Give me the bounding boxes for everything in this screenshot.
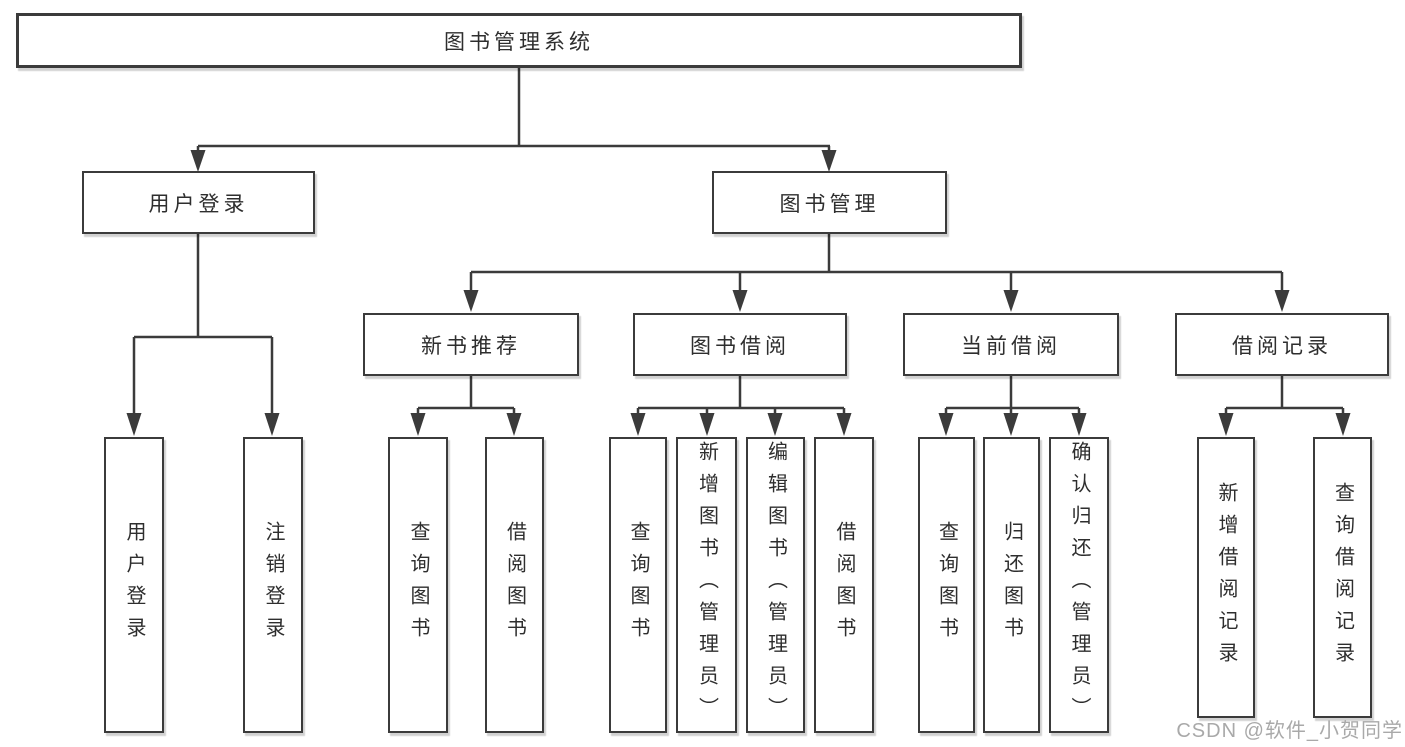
leaf-query-borrow-record: 查询借阅记录 [1313,437,1372,718]
node-current-borrow: 当前借阅 [903,313,1119,376]
leaf-return-books: 归还图书 [983,437,1040,733]
leaf-add-borrow-record: 新增借阅记录 [1197,437,1255,718]
leaf-borrow-books-recommend: 借阅图书 [485,437,544,733]
leaf-borrow-books: 借阅图书 [814,437,874,733]
node-borrow-records: 借阅记录 [1175,313,1389,376]
leaf-confirm-return-admin: 确认归还（管理员） [1049,437,1109,733]
node-book-management: 图书管理 [712,171,947,234]
node-user-login: 用户登录 [82,171,315,234]
leaf-query-books-recommend: 查询图书 [388,437,448,733]
leaf-edit-book-admin: 编辑图书（管理员） [746,437,805,733]
node-book-borrow: 图书借阅 [633,313,847,376]
node-library-system: 图书管理系统 [16,13,1022,68]
watermark: CSDN @软件_小贺同学 [1176,720,1403,742]
leaf-user-login: 用户登录 [104,437,164,733]
leaf-query-books-current: 查询图书 [918,437,975,733]
leaf-logout: 注销登录 [243,437,303,733]
leaf-query-books-borrow: 查询图书 [609,437,667,733]
node-new-book-recommend: 新书推荐 [363,313,579,376]
leaf-add-book-admin: 新增图书（管理员） [676,437,737,733]
